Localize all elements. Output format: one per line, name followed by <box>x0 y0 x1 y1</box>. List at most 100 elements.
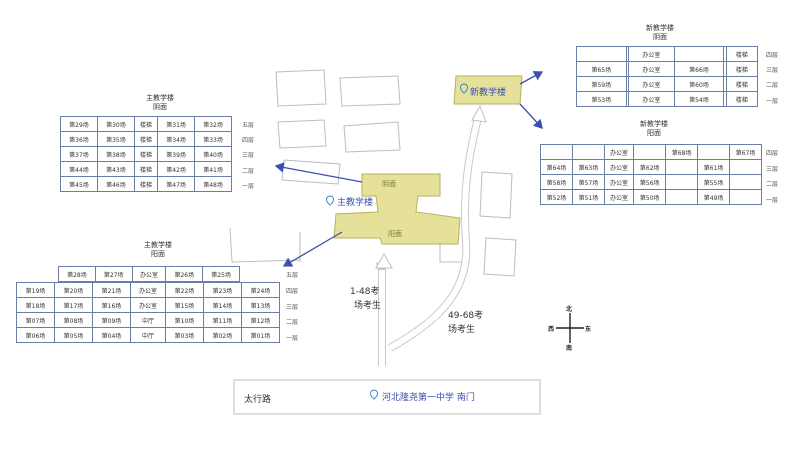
table-cell: 第53场 <box>576 91 627 107</box>
table-cell: 第39场 <box>157 146 196 162</box>
floor-label: 四层 <box>242 137 255 145</box>
table-cell: 办公室 <box>603 174 635 190</box>
table-cell: 办公室 <box>627 61 675 77</box>
table-cell <box>625 91 630 107</box>
table-cell: 第09场 <box>91 312 131 328</box>
table-cell: 第48场 <box>194 176 232 192</box>
new-north-title: 新教学楼 阴面 <box>646 24 674 41</box>
floor-label: 一层 <box>286 334 299 342</box>
table-cell: 第54场 <box>673 91 725 107</box>
floor-label: 四层 <box>766 52 779 59</box>
main-north-table: 第29场第30场楼梯第31场第32场第36场第35场楼梯第34场第33场第37场… <box>60 116 232 192</box>
floor-label: 五层 <box>242 122 255 129</box>
floor-label: 三层 <box>766 165 779 173</box>
table-cell: 第58场 <box>540 174 573 190</box>
table-cell: 第52场 <box>540 189 573 205</box>
table-cell: 第57场 <box>571 174 605 190</box>
table-cell: 办公室 <box>129 297 166 313</box>
table-cell <box>729 174 762 190</box>
floor-label: 三层 <box>286 303 299 311</box>
floor-label: 五层 <box>286 272 299 279</box>
table-cell: 楼梯 <box>725 91 759 107</box>
table-cell: 第04场 <box>91 327 131 343</box>
table-cell: 楼梯 <box>133 116 159 132</box>
floor-label: 四层 <box>766 150 779 157</box>
table-cell: 第33场 <box>194 131 232 147</box>
floor-label: 一层 <box>242 182 255 190</box>
table-cell: 第62场 <box>633 159 667 175</box>
table-cell <box>540 144 573 160</box>
table-row: 第37场第38场楼梯第39场第40场 <box>60 146 232 162</box>
main-building-shape <box>333 173 461 245</box>
table-row: 第65场办公室第66场楼梯 <box>576 61 759 77</box>
floor-label: 一层 <box>766 196 779 204</box>
main-south-top-table: 第28场第27场办公室第26场第25场 <box>58 266 240 282</box>
table-cell <box>665 189 699 205</box>
table-cell: 第65场 <box>576 61 627 77</box>
table-cell: 办公室 <box>603 189 635 205</box>
table-cell: 第07场 <box>16 312 55 328</box>
table-cell: 第61场 <box>697 159 731 175</box>
table-cell: 第21场 <box>91 282 131 298</box>
table-cell: 第38场 <box>96 146 135 162</box>
table-cell: 第23场 <box>202 282 242 298</box>
table-cell: 第36场 <box>60 131 98 147</box>
table-cell: 第67场 <box>729 144 762 160</box>
table-cell: 第12场 <box>240 312 281 328</box>
table-cell <box>723 91 727 107</box>
route-49-68-label-1: 49-68考 <box>448 311 484 321</box>
table-cell <box>729 159 762 175</box>
table-cell: 第60场 <box>673 76 725 92</box>
table-row: 第28场第27场办公室第26场第25场 <box>58 266 240 282</box>
new-north-table: 办公室楼梯第65场办公室第66场楼梯第59场办公室第60场楼梯第53场办公室第5… <box>576 46 759 107</box>
table-cell: 办公室 <box>627 76 675 92</box>
table-cell: 中厅 <box>129 327 166 343</box>
table-row: 第29场第30场楼梯第31场第32场 <box>60 116 232 132</box>
table-cell <box>571 144 605 160</box>
floor-label: 二层 <box>766 181 779 189</box>
table-cell <box>697 144 731 160</box>
table-cell <box>633 144 667 160</box>
table-row: 第44场第43场楼梯第42场第41场 <box>60 161 232 177</box>
compass-east: 东 <box>585 326 592 333</box>
table-cell: 第59场 <box>576 76 627 92</box>
route-1-48-label-1: 1-48考 <box>350 287 380 297</box>
table-cell: 第49场 <box>697 189 731 205</box>
table-cell: 第50场 <box>633 189 667 205</box>
table-cell: 第27场 <box>94 266 133 282</box>
main-building-south-label: 阳面 <box>388 230 402 238</box>
new-south-table: 办公室第68场第67场第64场第63场办公室第62场第61场第58场第57场办公… <box>540 144 762 205</box>
main-building-label: 主教学楼 <box>337 198 374 208</box>
table-row: 办公室第68场第67场 <box>540 144 762 160</box>
table-cell: 第66场 <box>673 61 725 77</box>
table-cell: 第11场 <box>202 312 242 328</box>
table-row: 第59场办公室第60场楼梯 <box>576 76 759 92</box>
table-cell <box>673 46 725 62</box>
table-cell: 第05场 <box>53 327 93 343</box>
table-cell: 楼梯 <box>133 176 159 192</box>
table-cell: 第64场 <box>540 159 573 175</box>
table-cell <box>665 159 699 175</box>
table-cell: 第68场 <box>665 144 699 160</box>
table-cell: 第41场 <box>194 161 232 177</box>
table-cell: 楼梯 <box>725 76 759 92</box>
floor-label: 二层 <box>286 319 299 327</box>
route-1-48-label-2: 场考生 <box>354 301 382 311</box>
table-cell: 第03场 <box>164 327 204 343</box>
floor-label: 四层 <box>286 288 299 295</box>
table-cell: 办公室 <box>627 46 675 62</box>
table-cell <box>576 46 627 62</box>
table-cell: 第17场 <box>53 297 93 313</box>
school-gate-label: 河北隆尧第一中学 南门 <box>382 393 475 403</box>
floor-label: 二层 <box>766 82 779 90</box>
surrounding-buildings <box>229 69 541 415</box>
main-north-title: 主教学楼 阴面 <box>146 94 174 111</box>
table-cell: 楼梯 <box>133 146 159 162</box>
table-cell: 第30场 <box>96 116 135 132</box>
table-row: 第64场第63场办公室第62场第61场 <box>540 159 762 175</box>
table-cell: 第46场 <box>96 176 135 192</box>
table-cell: 第43场 <box>96 161 135 177</box>
table-cell: 办公室 <box>129 282 166 298</box>
table-row: 第45场第46场楼梯第47场第48场 <box>60 176 232 192</box>
table-cell: 中厅 <box>129 312 166 328</box>
